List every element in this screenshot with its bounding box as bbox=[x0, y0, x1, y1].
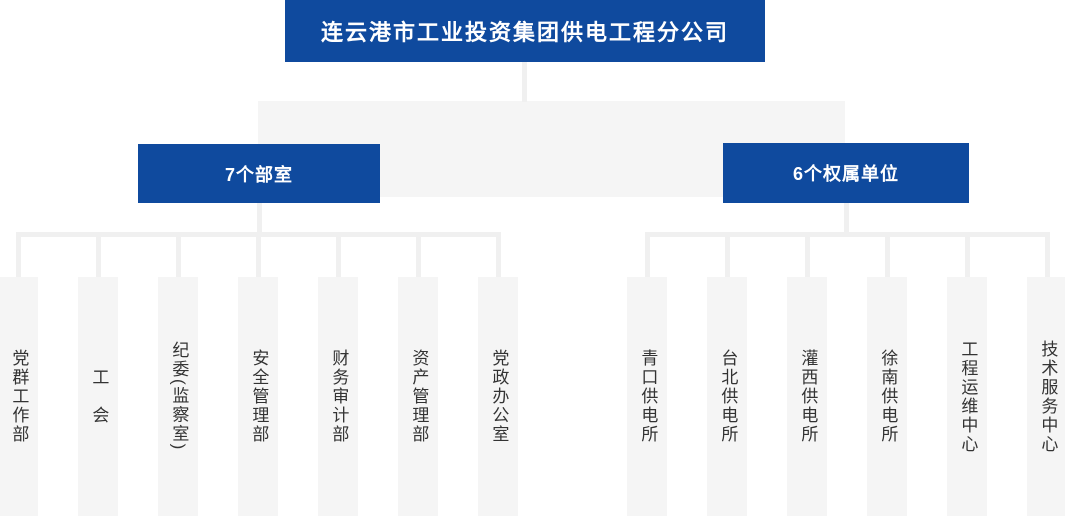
connector-branch-stub bbox=[416, 232, 421, 277]
connector-branch-stub bbox=[16, 232, 21, 277]
root-node-label: 连云港市工业投资集团供电工程分公司 bbox=[320, 20, 729, 45]
connector-branch-stub bbox=[176, 232, 181, 277]
org-column: 技术服务中心 bbox=[1027, 277, 1065, 516]
connector-branch-stub bbox=[805, 232, 810, 277]
org-column: 安全管理部 bbox=[238, 277, 278, 516]
connector-branch-stub bbox=[256, 232, 261, 277]
org-column-label: 工 会 bbox=[89, 368, 109, 425]
org-column: 灌西供电所 bbox=[787, 277, 827, 516]
org-column: 财务审计部 bbox=[318, 277, 358, 516]
connector-branch-stub bbox=[336, 232, 341, 277]
org-column-label: 党政办公室 bbox=[489, 349, 509, 444]
group-node-departments-label: 7个部室 bbox=[224, 164, 293, 185]
org-column: 徐南供电所 bbox=[867, 277, 907, 516]
connector-branch-stub bbox=[496, 232, 501, 277]
org-column-label: 青口供电所 bbox=[638, 349, 658, 444]
org-column: 纪委(监察室) bbox=[158, 277, 198, 516]
connector-branch-stub bbox=[1045, 232, 1050, 277]
connector-branch-stub bbox=[645, 232, 650, 277]
org-column-label: 台北供电所 bbox=[718, 349, 738, 444]
org-column-label: 技术服务中心 bbox=[1038, 339, 1058, 454]
root-node: 连云港市工业投资集团供电工程分公司 bbox=[285, 0, 765, 62]
connector-branch-stub bbox=[96, 232, 101, 277]
connector-branch-stub bbox=[725, 232, 730, 277]
org-column-label: 灌西供电所 bbox=[798, 349, 818, 444]
connector-root-trunk bbox=[522, 62, 527, 102]
org-column-label: 财务审计部 bbox=[329, 349, 349, 444]
org-column: 工 会 bbox=[78, 277, 118, 516]
connector-group-trunk bbox=[257, 203, 262, 237]
org-column-label: 党群工作部 bbox=[9, 349, 29, 444]
org-column: 资产管理部 bbox=[398, 277, 438, 516]
org-column: 党群工作部 bbox=[0, 277, 38, 516]
org-column: 工程运维中心 bbox=[947, 277, 987, 516]
org-column-label: 工程运维中心 bbox=[958, 339, 978, 454]
connector-group-hline bbox=[645, 232, 1050, 237]
org-column-label: 徐南供电所 bbox=[878, 349, 898, 444]
connector-group-trunk bbox=[844, 203, 849, 237]
org-column: 台北供电所 bbox=[707, 277, 747, 516]
org-column: 党政办公室 bbox=[478, 277, 518, 516]
group-node-departments: 7个部室 bbox=[138, 144, 380, 203]
connector-branch-stub bbox=[885, 232, 890, 277]
group-node-subsidiaries: 6个权属单位 bbox=[723, 143, 969, 203]
group-node-subsidiaries-label: 6个权属单位 bbox=[792, 164, 899, 184]
org-column-label: 资产管理部 bbox=[409, 349, 429, 444]
org-column-label: 安全管理部 bbox=[249, 349, 269, 444]
org-column-label: 纪委(监察室) bbox=[169, 341, 189, 452]
connector-branch-stub bbox=[965, 232, 970, 277]
org-column: 青口供电所 bbox=[627, 277, 667, 516]
